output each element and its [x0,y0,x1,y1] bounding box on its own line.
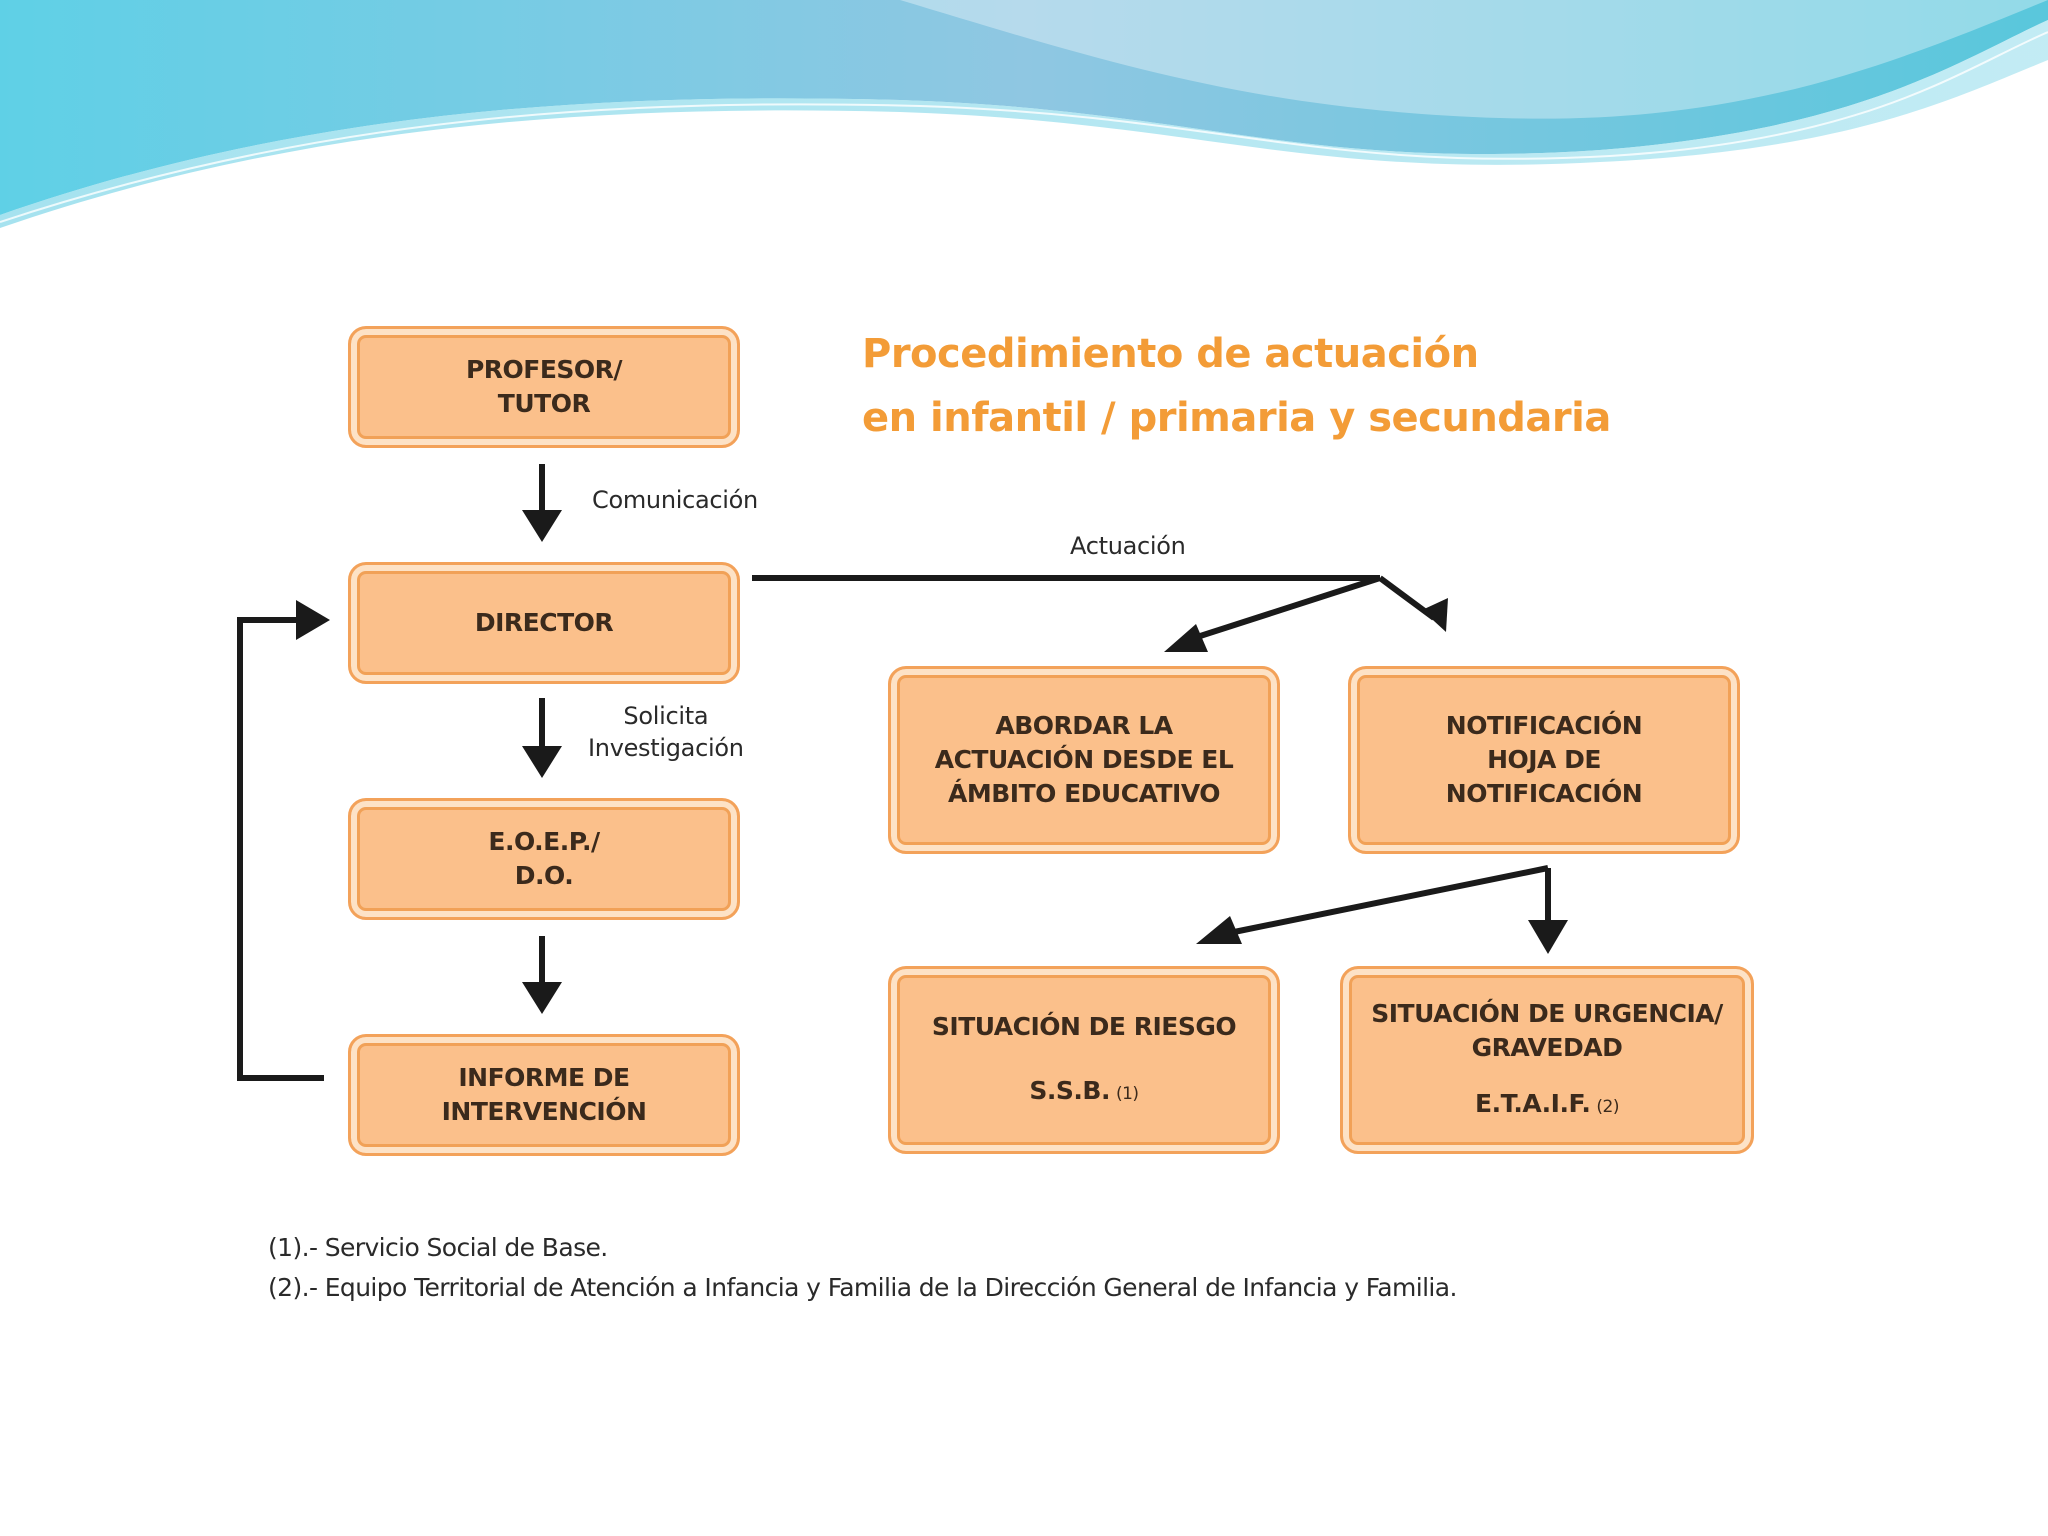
header-wave-decoration [0,0,2048,240]
node-code-line: E.T.A.I.F. (2) [1475,1087,1619,1124]
footnote-2: (2).- Equipo Territorial de Atención a I… [268,1268,1457,1308]
node-text: ACTUACIÓN DESDE EL [935,743,1234,777]
node-text: SITUACIÓN DE URGENCIA/ [1371,997,1723,1031]
node-code: E.T.A.I.F. [1475,1089,1590,1118]
node-text: TUTOR [498,387,590,421]
flowchart-figure: Procedimiento de actuación en infantil /… [104,224,1912,1404]
node-text: DIRECTOR [475,606,613,640]
node-profesor-tutor: PROFESOR/ TUTOR [348,326,740,448]
footnotes: (1).- Servicio Social de Base. (2).- Equ… [268,1228,1457,1308]
edge-label-actuacion: Actuación [1070,530,1186,562]
node-director: DIRECTOR [348,562,740,684]
node-code-line: S.S.B. (1) [1029,1074,1138,1111]
node-code: S.S.B. [1029,1076,1110,1105]
edge-label-solicita-investigacion: Solicita Investigación [588,700,744,764]
footnote-1: (1).- Servicio Social de Base. [268,1228,1457,1268]
node-footnote-ref: (2) [1596,1097,1619,1117]
node-text: NOTIFICACIÓN [1446,777,1642,811]
title-line-2: en infantil / primaria y secundaria [862,386,1611,450]
node-text: INTERVENCIÓN [442,1095,647,1129]
arrowhead-informe [522,982,562,1014]
node-informe-intervencion: INFORME DE INTERVENCIÓN [348,1034,740,1156]
arrow-actuacion-to-abordar [1194,578,1380,638]
node-text: E.O.E.P./ [488,825,599,859]
title-line-1: Procedimiento de actuación [862,322,1611,386]
arrowhead-urgencia [1528,920,1568,954]
node-footnote-ref: (1) [1116,1084,1139,1104]
node-eoep-do: E.O.E.P./ D.O. [348,798,740,920]
node-situacion-urgencia: SITUACIÓN DE URGENCIA/ GRAVEDAD E.T.A.I.… [1340,966,1754,1154]
edge-label-line: Solicita [588,700,744,732]
arrowhead-director [522,510,562,542]
node-text: NOTIFICACIÓN [1446,709,1642,743]
edge-label-line: Investigación [588,732,744,764]
arrow-informe-back-to-director [240,620,324,1078]
edge-label-comunicacion: Comunicación [592,484,758,516]
node-text: SITUACIÓN DE RIESGO [932,1010,1236,1044]
arrow-notificacion-to-riesgo [1234,868,1548,932]
node-text: GRAVEDAD [1472,1031,1623,1065]
node-text: ÁMBITO EDUCATIVO [948,777,1220,811]
arrowhead-abordar [1164,624,1208,652]
node-text: INFORME DE [458,1061,629,1095]
node-text: HOJA DE [1487,743,1601,777]
arrowhead-back-director [296,600,330,640]
node-text: D.O. [515,859,573,893]
arrowhead-riesgo [1196,916,1242,944]
arrowhead-eoep [522,746,562,778]
diagram-title: Procedimiento de actuación en infantil /… [862,322,1611,450]
node-text: ABORDAR LA [995,709,1172,743]
node-situacion-riesgo: SITUACIÓN DE RIESGO S.S.B. (1) [888,966,1280,1154]
node-text: PROFESOR/ [466,353,622,387]
node-notificacion: NOTIFICACIÓN HOJA DE NOTIFICACIÓN [1348,666,1740,854]
node-abordar-actuacion: ABORDAR LA ACTUACIÓN DESDE EL ÁMBITO EDU… [888,666,1280,854]
